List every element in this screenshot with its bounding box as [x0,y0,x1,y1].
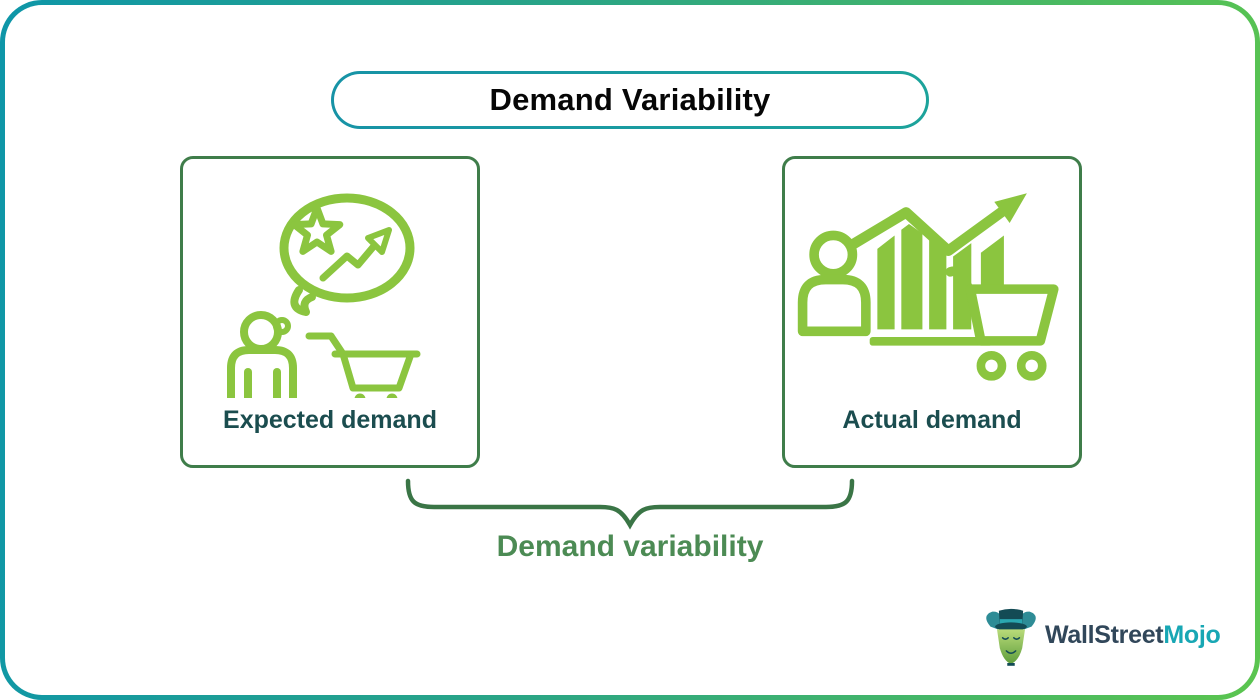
logo-text-primary: WallStreet [1045,620,1164,649]
page-title: Demand Variability [489,82,771,117]
card-actual-demand: Actual demand [782,156,1082,468]
thought-bubble-trend-person-cart-icon [227,193,421,398]
title-pill: Demand Variability [331,71,929,129]
bull-mascot-icon [986,608,1036,666]
logo-text-accent: Mojo [1163,620,1221,649]
person-bar-chart-cart-icon [797,192,1059,381]
brace-label: Demand variability [496,530,764,563]
expected-demand-label: Expected demand [223,406,437,434]
card-expected-demand: Expected demand [180,156,480,468]
wallstreetmojo-logo: WallStreetMojo [983,604,1221,666]
logo-text: WallStreetMojo [1045,620,1221,650]
actual-demand-label: Actual demand [842,406,1022,434]
underbrace-icon [405,478,855,530]
